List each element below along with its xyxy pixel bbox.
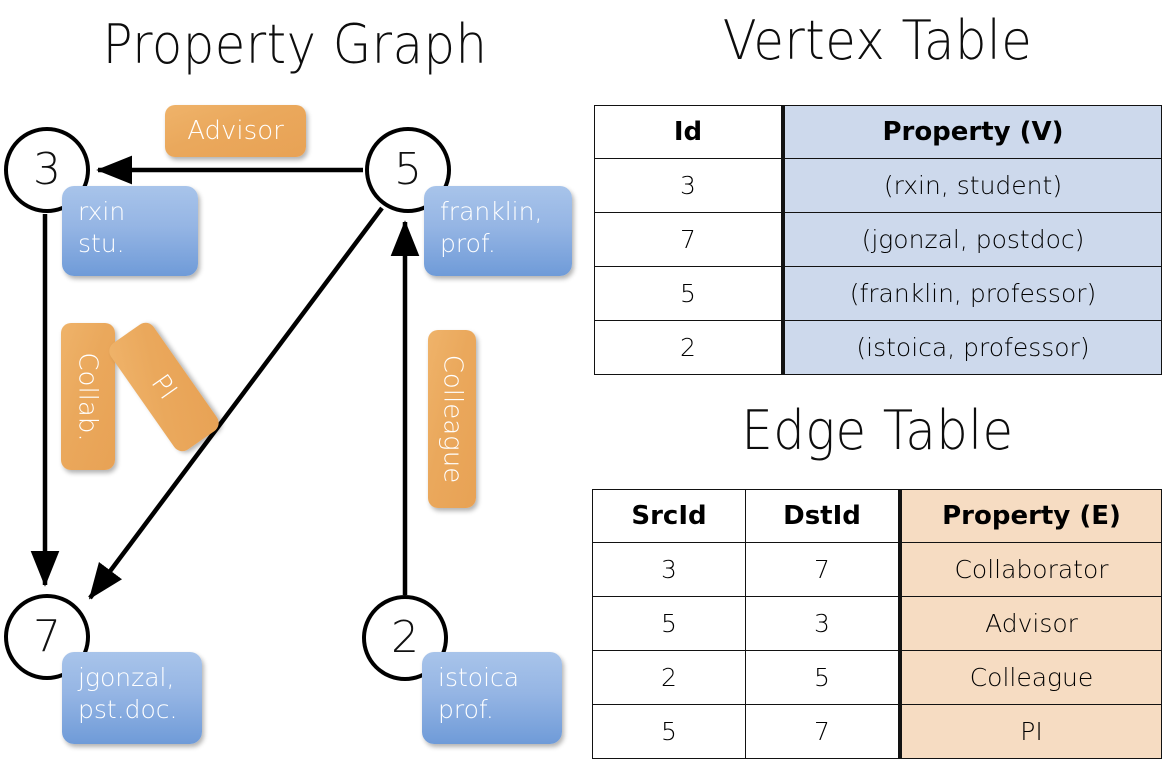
vertex-property-chip-istoica-line1: istoica [438,663,520,692]
edge-row-0-property: Collaborator [898,542,1162,597]
vertex-property-chip-istoica-line2: prof. [438,695,494,724]
vertex-property-chip-rxin-line1: rxin [78,197,126,226]
edge-table-header-property: Property (E) [898,489,1162,543]
edge-label-chip-collab: Collab. [61,323,115,470]
graph-vertex-2-id: 2 [391,612,419,663]
vertex-row-0-property: (rxin, student) [781,158,1162,213]
vertex-property-chip-jgonzal-line2: pst.doc. [78,695,178,724]
table-row[interactable]: 3 (rxin, student) [594,158,1162,213]
vertex-row-1-id: 7 [594,212,784,267]
graph-vertex-7-id: 7 [33,611,61,662]
edge-line-5-to-7 [88,206,384,600]
table-row[interactable]: 7 (jgonzal, postdoc) [594,212,1162,267]
table-row[interactable]: 3 7 Collaborator [592,542,1162,597]
table-row[interactable]: 5 (franklin, professor) [594,266,1162,321]
edge-row-3-property: PI [898,704,1162,759]
edge-row-0-src: 3 [592,542,746,597]
vertex-property-chip-jgonzal-line1: jgonzal, [78,663,175,692]
vertex-property-chip-rxin: rxin stu. [62,186,198,276]
vertex-property-chip-franklin-line1: franklin, [440,197,543,226]
vertex-property-chip-franklin: franklin, prof. [424,186,572,276]
vertex-property-chip-jgonzal: jgonzal, pst.doc. [62,652,202,744]
graph-vertex-2[interactable]: 2 [362,595,448,681]
vertex-row-3-id: 2 [594,320,784,375]
edge-table: SrcId DstId Property (E) 3 7 Collaborato… [592,489,1162,759]
edge-row-2-dst: 5 [745,650,901,705]
vertex-property-chip-istoica: istoica prof. [422,652,562,744]
edge-row-2-property: Colleague [898,650,1162,705]
vertex-row-2-property: (franklin, professor) [781,266,1162,321]
vertex-row-3-property: (istoica, professor) [781,320,1162,375]
graph-vertex-5-id: 5 [394,144,422,195]
edge-row-3-src: 5 [592,704,746,759]
table-row[interactable]: 5 7 PI [592,704,1162,759]
property-graph-diagram: 3 5 7 2 rxin stu. franklin, prof. jgonza… [4,105,572,744]
table-row[interactable]: 2 (istoica, professor) [594,320,1162,375]
vertex-table-header-property: Property (V) [781,105,1162,159]
edge-label-chip-advisor: Advisor [165,105,306,157]
section-title-vertex-table: Vertex Table [722,9,1033,72]
graph-vertex-3-id: 3 [33,144,61,195]
edge-row-2-src: 2 [592,650,746,705]
vertex-property-chip-rxin-line2: stu. [78,229,125,258]
vertex-row-0-id: 3 [594,158,784,213]
edge-label-chip-advisor-text: Advisor [187,116,284,146]
edge-label-chip-colleague-text: Colleague [437,354,468,484]
vertex-table-header-row: Id Property (V) [594,105,1162,159]
edge-table-header-dstid: DstId [745,489,901,543]
vertex-row-2-id: 5 [594,266,784,321]
table-row[interactable]: 2 5 Colleague [592,650,1162,705]
vertex-row-1-property: (jgonzal, postdoc) [781,212,1162,267]
page-title-property-graph: Property Graph [102,13,488,76]
edge-row-1-src: 5 [592,596,746,651]
edge-label-chip-pi-text: PI [145,368,183,406]
vertex-table-header-id: Id [594,105,784,159]
edge-label-chip-collab-text: Collab. [73,351,103,442]
table-row[interactable]: 5 3 Advisor [592,596,1162,651]
edge-row-3-dst: 7 [745,704,901,759]
edge-label-chip-colleague: Colleague [428,330,476,508]
edge-row-1-property: Advisor [898,596,1162,651]
graph-vertex-5[interactable]: 5 [365,127,451,213]
edge-table-header-row: SrcId DstId Property (E) [592,489,1162,543]
section-title-edge-table: Edge Table [741,399,1014,462]
graph-edge-lines [30,155,420,600]
edge-row-1-dst: 3 [745,596,901,651]
vertex-table: Id Property (V) 3 (rxin, student) 7 (jgo… [594,105,1162,375]
vertex-property-chip-franklin-line2: prof. [440,229,496,258]
edge-row-0-dst: 7 [745,542,901,597]
edge-table-header-srcid: SrcId [592,489,746,543]
